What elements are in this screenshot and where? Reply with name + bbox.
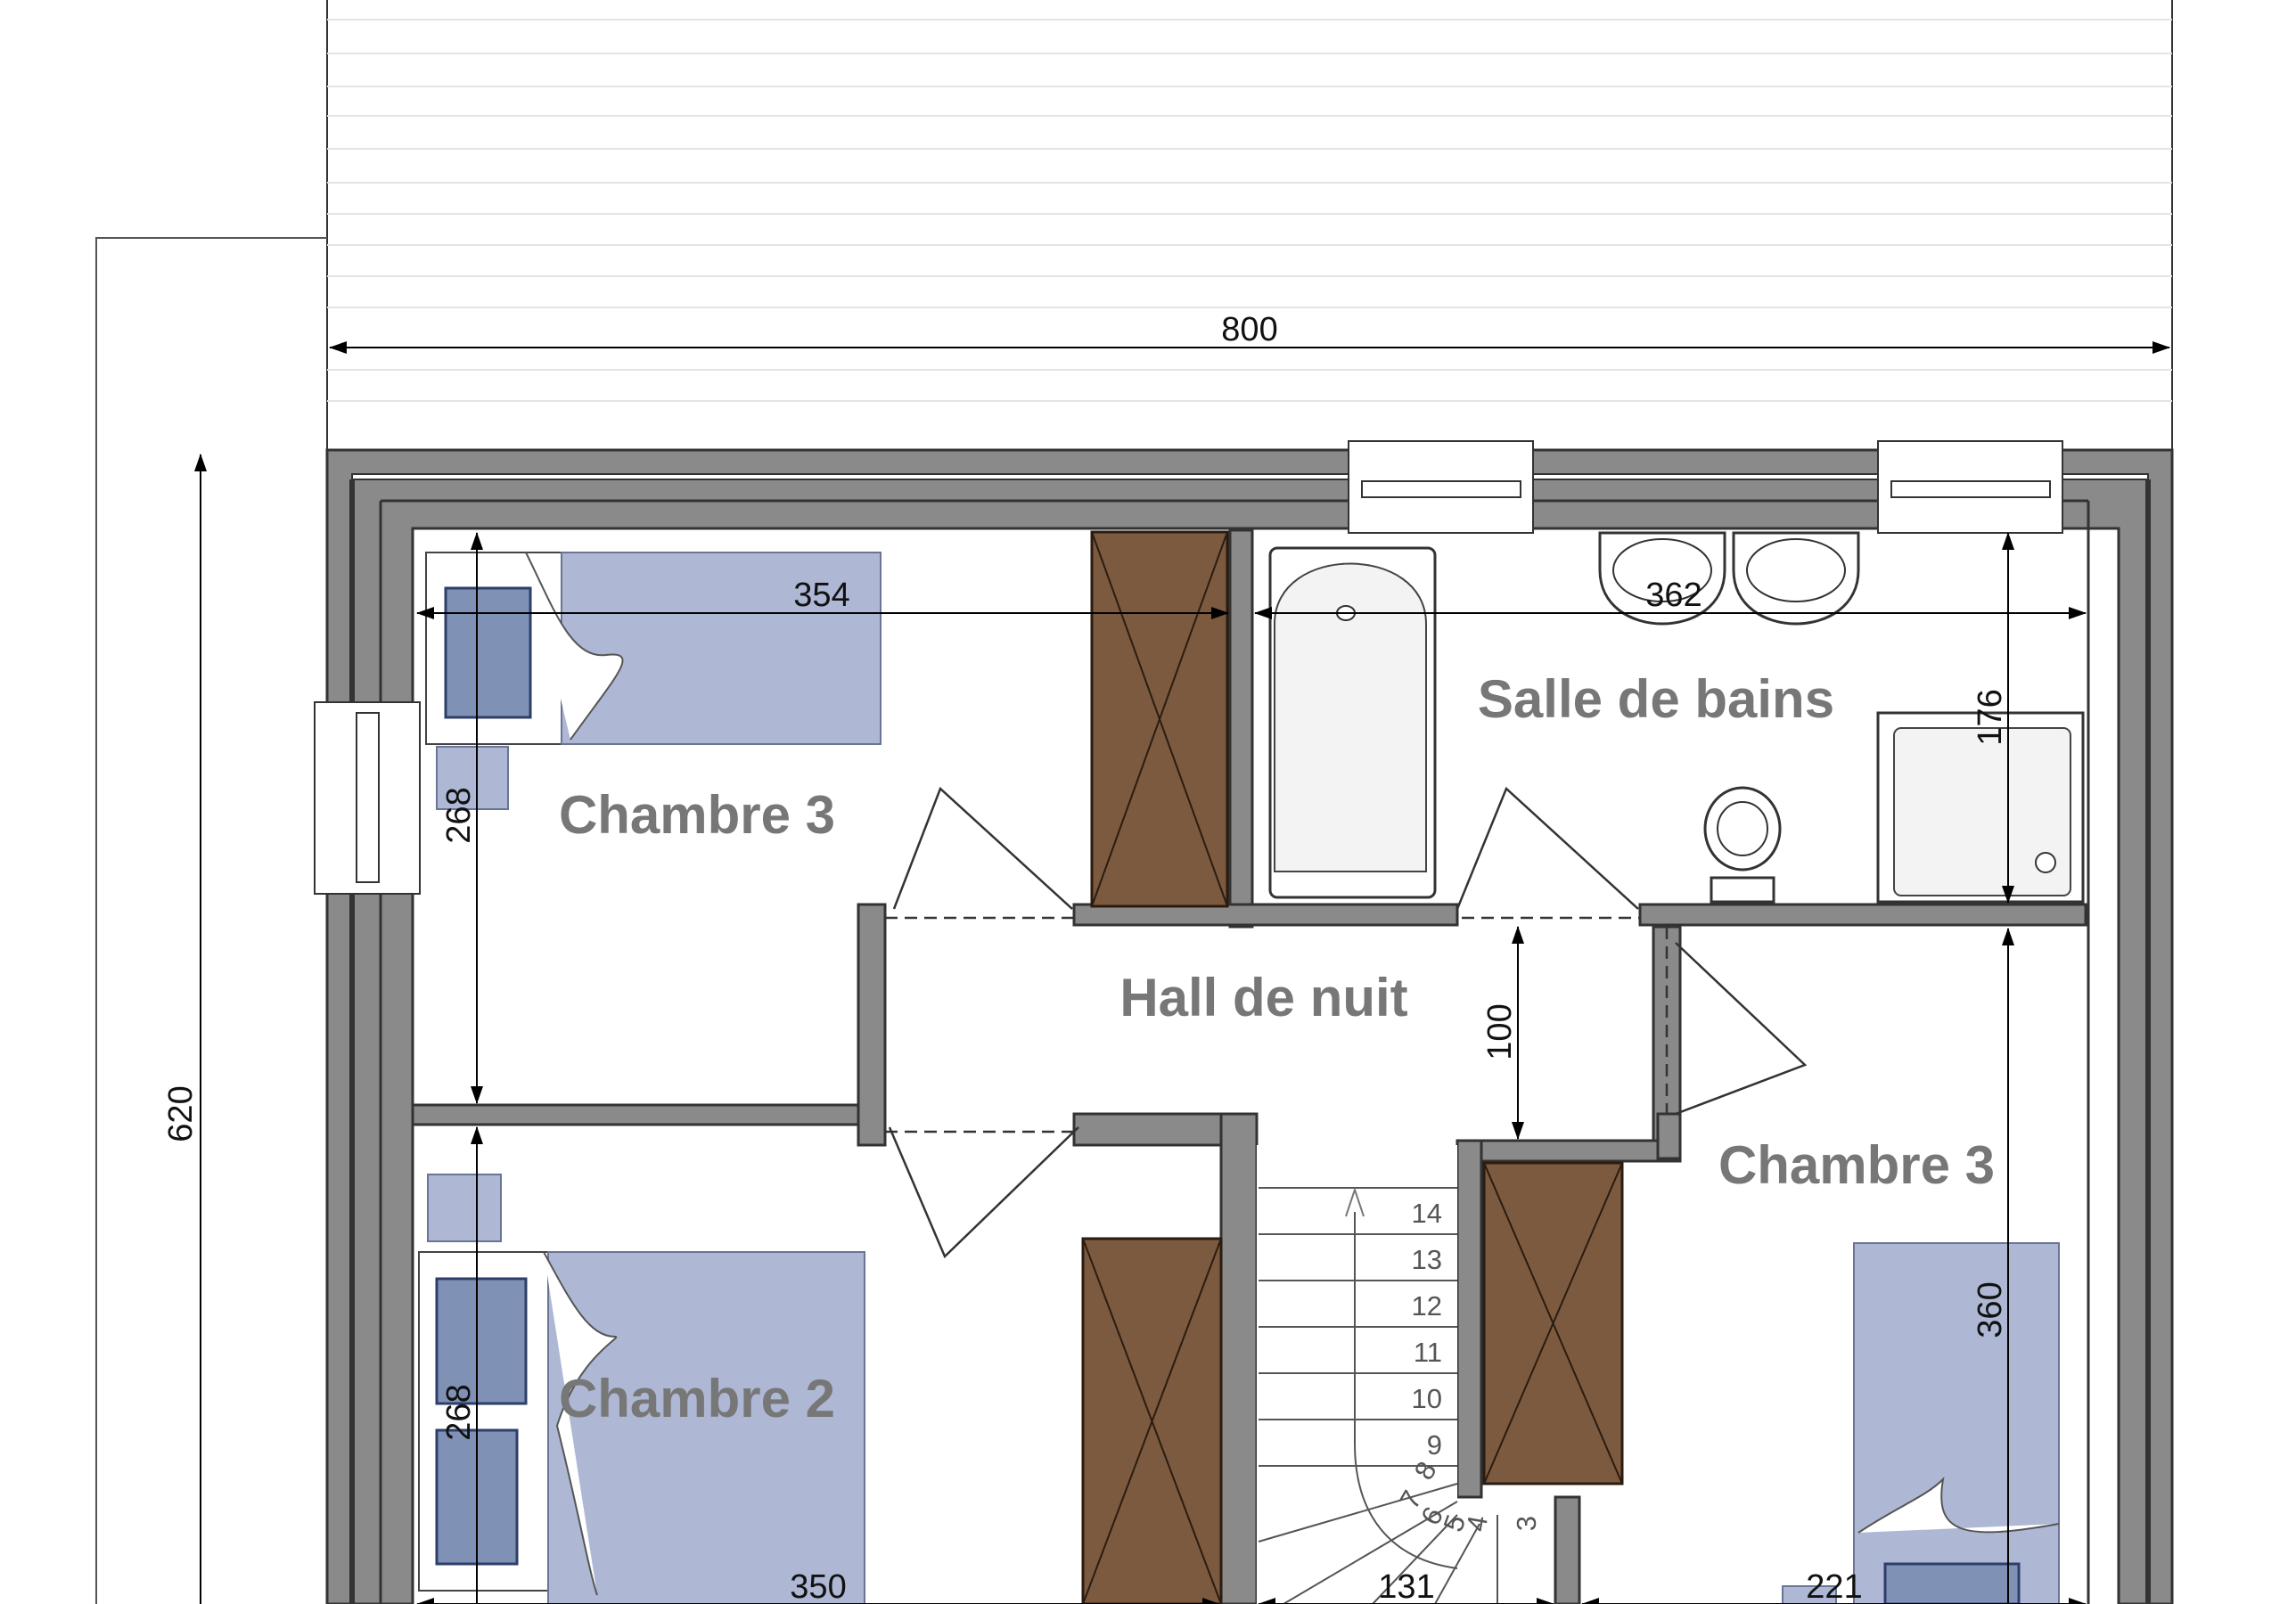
dimension-total-height: 620 [162, 454, 207, 1604]
bathtub [1268, 546, 1437, 899]
window-bathroom-left [1348, 440, 1534, 534]
room-label-chambre3: Chambre 3 [559, 785, 835, 845]
dimension-bath-depth-label: 176 [1972, 689, 2009, 745]
dimension-chambre3-width-label: 354 [793, 577, 849, 614]
wardrobe-chambre3-right [1482, 1161, 1624, 1485]
dimension-chambre2-width: 350 [416, 1568, 1220, 1604]
shower [1876, 711, 2085, 904]
door-chambre3-right [1665, 927, 1808, 1116]
dimension-chambre3-depth: 268 [440, 532, 483, 1104]
door-bathroom [1456, 786, 1640, 920]
bed-chambre3 [425, 552, 882, 810]
step-10: 10 [1412, 1383, 1442, 1414]
dimension-bath-width-label: 362 [1645, 577, 1702, 614]
room-label-chambre2: Chambre 2 [559, 1369, 835, 1428]
step-13: 13 [1412, 1244, 1442, 1275]
dimension-stair-width: 131 [1258, 1568, 1554, 1604]
step-12: 12 [1412, 1290, 1442, 1322]
terrace-hatch [95, 0, 2173, 1604]
dimension-chambre2-depth: 268 [440, 1126, 483, 1604]
step-9: 9 [1427, 1429, 1442, 1461]
bed-chambre2 [418, 1174, 865, 1604]
window-chambre3 [314, 701, 421, 895]
room-label-salle-de-bains: Salle de bains [1478, 669, 1834, 729]
step-14: 14 [1412, 1198, 1442, 1229]
door-chambre2 [885, 1126, 1079, 1259]
step-11: 11 [1414, 1337, 1442, 1368]
dimension-bath-width: 362 [1254, 577, 2087, 619]
door-chambre3 [885, 786, 1074, 920]
staircase: 14 13 12 11 10 9 8 7 6 5 4 3 [1257, 1145, 1542, 1604]
interior-walls [411, 528, 2087, 1604]
dimension-chambre3-depth-label: 268 [440, 787, 478, 843]
dimension-hall-depth-label: 100 [1481, 1003, 1519, 1060]
dimension-chambre3-width: 354 [416, 577, 1229, 619]
sink-left [1598, 531, 1726, 626]
window-bathroom-right [1877, 440, 2063, 534]
wardrobe-chambre3 [1090, 530, 1229, 908]
dimension-chambre3r-depth: 360 [1972, 928, 2014, 1604]
room-label-chambre3-right: Chambre 3 [1718, 1135, 1995, 1195]
dimension-total-width: 800 [329, 311, 2170, 354]
bed-chambre3-right [1782, 1242, 2060, 1604]
dimension-total-height-label: 620 [162, 1085, 200, 1142]
dimension-bath-depth: 176 [1972, 532, 2014, 904]
step-3: 3 [1511, 1516, 1542, 1531]
dimension-hall-depth: 100 [1481, 926, 1524, 1140]
exterior-walls [325, 448, 2174, 1604]
dimension-total-width-label: 800 [1221, 311, 1277, 348]
dimension-chambre3r-depth-label: 360 [1972, 1281, 2009, 1338]
dimension-chambre2-width-label: 350 [790, 1568, 846, 1604]
dimension-chambre2-depth-label: 268 [440, 1384, 478, 1440]
dimension-chambre3r-width: 221 [1581, 1568, 2087, 1604]
room-label-hall-de-nuit: Hall de nuit [1119, 968, 1407, 1027]
dimension-chambre3r-width-label: 221 [1806, 1568, 1862, 1604]
step-4: 4 [1460, 1513, 1493, 1534]
dimension-stair-width-label: 131 [1378, 1568, 1434, 1604]
toilet [1703, 786, 1782, 904]
sink-right [1732, 531, 1860, 626]
wardrobe-chambre2 [1081, 1237, 1223, 1604]
